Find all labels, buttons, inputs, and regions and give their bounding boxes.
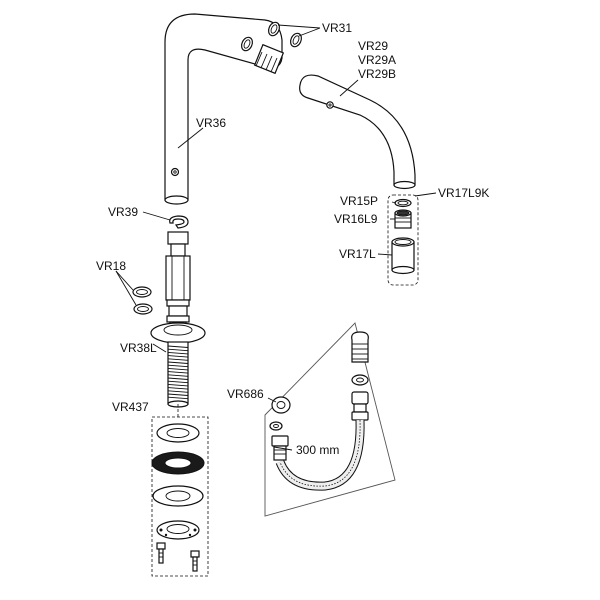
label-vr38l: VR38L — [120, 341, 157, 355]
hose-left-washer — [269, 421, 283, 431]
shank-thread-line — [167, 355, 189, 358]
hose-right-fitting — [351, 391, 369, 421]
shank-thread-line — [167, 380, 189, 384]
label-vr29b: VR29B — [358, 67, 396, 81]
label-vr31: VR31 — [322, 21, 352, 35]
part-labels: VR31 VR29 VR29A VR29B VR36 VR15P VR17L9K… — [96, 21, 489, 457]
shank-thread-line — [167, 393, 189, 396]
hose-left-nut — [271, 396, 291, 414]
aerator-insert — [394, 209, 412, 229]
mounting-screws — [156, 542, 200, 572]
aerator-o-ring — [394, 198, 412, 208]
label-vr15p: VR15P — [340, 194, 378, 208]
spout-screw-hole — [326, 101, 334, 109]
shank-thread-line — [167, 383, 189, 387]
shank-thread-line — [167, 387, 189, 390]
mounting-washer-bottom — [152, 485, 204, 507]
set-screw-hole — [170, 167, 180, 177]
shank-thread-line — [167, 351, 189, 355]
shank-thread-line — [167, 374, 189, 377]
label-vr17l9k: VR17L9K — [438, 186, 489, 200]
label-vr29: VR29 — [358, 39, 388, 53]
label-vr18: VR18 — [96, 259, 126, 273]
clip-ring-vr39 — [169, 215, 189, 229]
label-vr686: VR686 — [227, 387, 264, 401]
label-vr39: VR39 — [108, 205, 138, 219]
leader-lines — [115, 24, 437, 451]
label-hose-length: 300 mm — [296, 443, 339, 457]
label-vr17l: VR17L — [339, 247, 376, 261]
stem-cartridge — [165, 231, 191, 331]
label-vr36: VR36 — [196, 116, 226, 130]
o-rings-vr18 — [132, 286, 153, 315]
shank-thread-line — [167, 348, 189, 352]
shank-thread-line — [167, 358, 189, 361]
spout-threaded-connector — [253, 43, 285, 75]
shank-thread-line — [167, 377, 189, 380]
aerator-group-box — [387, 194, 419, 286]
mounting-nut — [156, 520, 200, 540]
hose-left-fitting — [271, 435, 289, 461]
label-vr29a: VR29A — [358, 53, 396, 67]
spout-lower-part — [299, 74, 416, 190]
base-flange-and-shank — [150, 322, 206, 408]
aerator-housing — [391, 237, 415, 275]
mounting-washer-top — [156, 423, 200, 443]
label-vr16l9: VR16L9 — [334, 212, 378, 226]
shank-thread-line — [167, 345, 189, 348]
hose-right-washer — [351, 374, 369, 386]
hose-top-coil — [351, 331, 369, 363]
shank-thread-line — [167, 361, 189, 364]
hose-group-frame — [264, 322, 396, 517]
label-vr437: VR437 — [112, 400, 149, 414]
shank-thread-line — [167, 390, 189, 393]
o-rings-vr31 — [240, 21, 303, 52]
mounting-kit-box — [151, 416, 209, 577]
shank-thread-line — [167, 396, 189, 400]
mounting-rubber-gasket — [151, 451, 205, 475]
braided-hose — [275, 419, 365, 491]
shank-thread-line — [167, 371, 189, 374]
shank-thread-line — [167, 367, 189, 371]
shank-thread-line — [167, 364, 189, 368]
spout-upper-part — [164, 13, 283, 205]
